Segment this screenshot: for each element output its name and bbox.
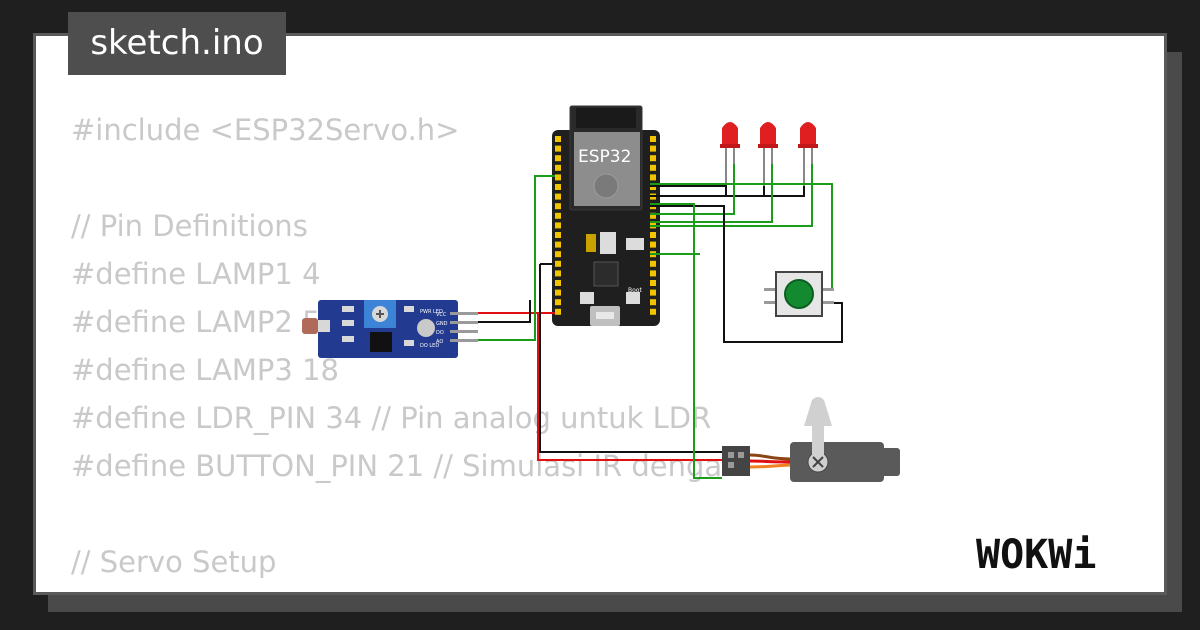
ldr-module[interactable]: PWR LED DO LED VCC GND DO AO [302, 300, 478, 358]
esp32-pin[interactable] [555, 203, 561, 210]
code-line: #define BUTTON_PIN 21 // Simulasi IR den… [71, 449, 741, 483]
brand-name: WOKWi [976, 532, 1096, 578]
esp32-pin[interactable] [650, 289, 656, 296]
esp32-pin[interactable] [555, 155, 561, 162]
ldr-pin-label: GND [436, 321, 448, 327]
file-tab[interactable]: sketch.ino [68, 12, 286, 75]
code-line: // Pin Definitions [71, 209, 308, 243]
code-line: #define LAMP2 5 [71, 305, 321, 339]
esp32-pin[interactable] [650, 212, 656, 219]
wire-led-gnd-3 [650, 186, 805, 197]
esp32-pin[interactable] [650, 164, 656, 171]
ldr-pin-label: VCC [436, 312, 447, 318]
servo-motor[interactable] [722, 397, 900, 482]
esp32-pin[interactable] [650, 270, 656, 277]
wire-servo-signal [650, 203, 722, 479]
esp32-pin[interactable] [555, 212, 561, 219]
esp32-pin[interactable] [555, 280, 561, 286]
wire-servo-vcc [537, 313, 722, 461]
wire-led-gnd-1 [650, 185, 727, 196]
esp32-pin[interactable] [650, 308, 656, 315]
espressif-logo-icon [593, 173, 619, 199]
wire-gnd [539, 263, 722, 453]
code-line: // Servo Setup [71, 545, 277, 579]
wires [478, 164, 843, 479]
wire-ldr-gnd [478, 300, 531, 323]
esp32-pin[interactable] [650, 155, 656, 162]
esp32-pin[interactable] [650, 232, 656, 238]
esp32-label: ESP32 [578, 147, 631, 167]
ldr-led-label: PWR LED [420, 309, 443, 315]
code-line: #define LDR_PIN 34 // Pin analog untuk L… [71, 401, 712, 435]
esp32-pin[interactable] [650, 136, 656, 142]
ldr-led-label: DO LED [420, 343, 439, 349]
esp32-pin[interactable] [555, 193, 561, 200]
wire-led-gnd-2 [650, 186, 765, 197]
esp32-pin[interactable] [555, 136, 561, 142]
esp32-pin[interactable] [555, 308, 561, 315]
boot-label: Boot [628, 287, 642, 294]
esp32-pin[interactable] [555, 260, 561, 267]
code-preview: #include <ESP32Servo.h> // Pin Definition… [71, 106, 741, 592]
wire-led-1 [650, 164, 735, 215]
esp32-pin[interactable] [555, 174, 561, 181]
ldr-pin-label: DO [436, 330, 444, 336]
esp32-pin[interactable] [555, 241, 561, 248]
esp32-pin[interactable] [650, 280, 656, 286]
pushbutton[interactable] [764, 271, 834, 317]
esp32-board[interactable]: ESP32 Boot [552, 105, 660, 326]
esp32-pin[interactable] [555, 222, 561, 229]
wire-ldr-ao [478, 175, 555, 341]
esp32-pin[interactable] [555, 251, 561, 258]
wire-button-gnd [650, 205, 843, 343]
esp32-pin[interactable] [650, 174, 656, 181]
esp32-pin[interactable] [555, 299, 561, 306]
code-line: #define LAMP3 18 [71, 353, 339, 387]
led-3[interactable] [798, 122, 818, 196]
esp32-pin[interactable] [650, 260, 656, 267]
esp32-pin[interactable] [650, 299, 656, 306]
esp32-pin[interactable] [555, 184, 561, 190]
esp32-pin[interactable] [555, 289, 561, 296]
code-line: #include <ESP32Servo.h> [71, 113, 460, 147]
code-line: #define LAMP1 4 [71, 257, 321, 291]
ldr-sensor [302, 318, 318, 334]
esp32-pin[interactable] [650, 241, 656, 248]
wokwi-logo: WOKWi [976, 532, 1096, 578]
esp32-pin[interactable] [555, 145, 561, 152]
esp32-pin[interactable] [555, 164, 561, 171]
esp32-pin[interactable] [650, 145, 656, 152]
ldr-pin-label: AO [436, 339, 443, 345]
esp32-pin[interactable] [555, 270, 561, 277]
wire-button-signal [650, 183, 833, 288]
esp32-pin[interactable] [555, 232, 561, 238]
